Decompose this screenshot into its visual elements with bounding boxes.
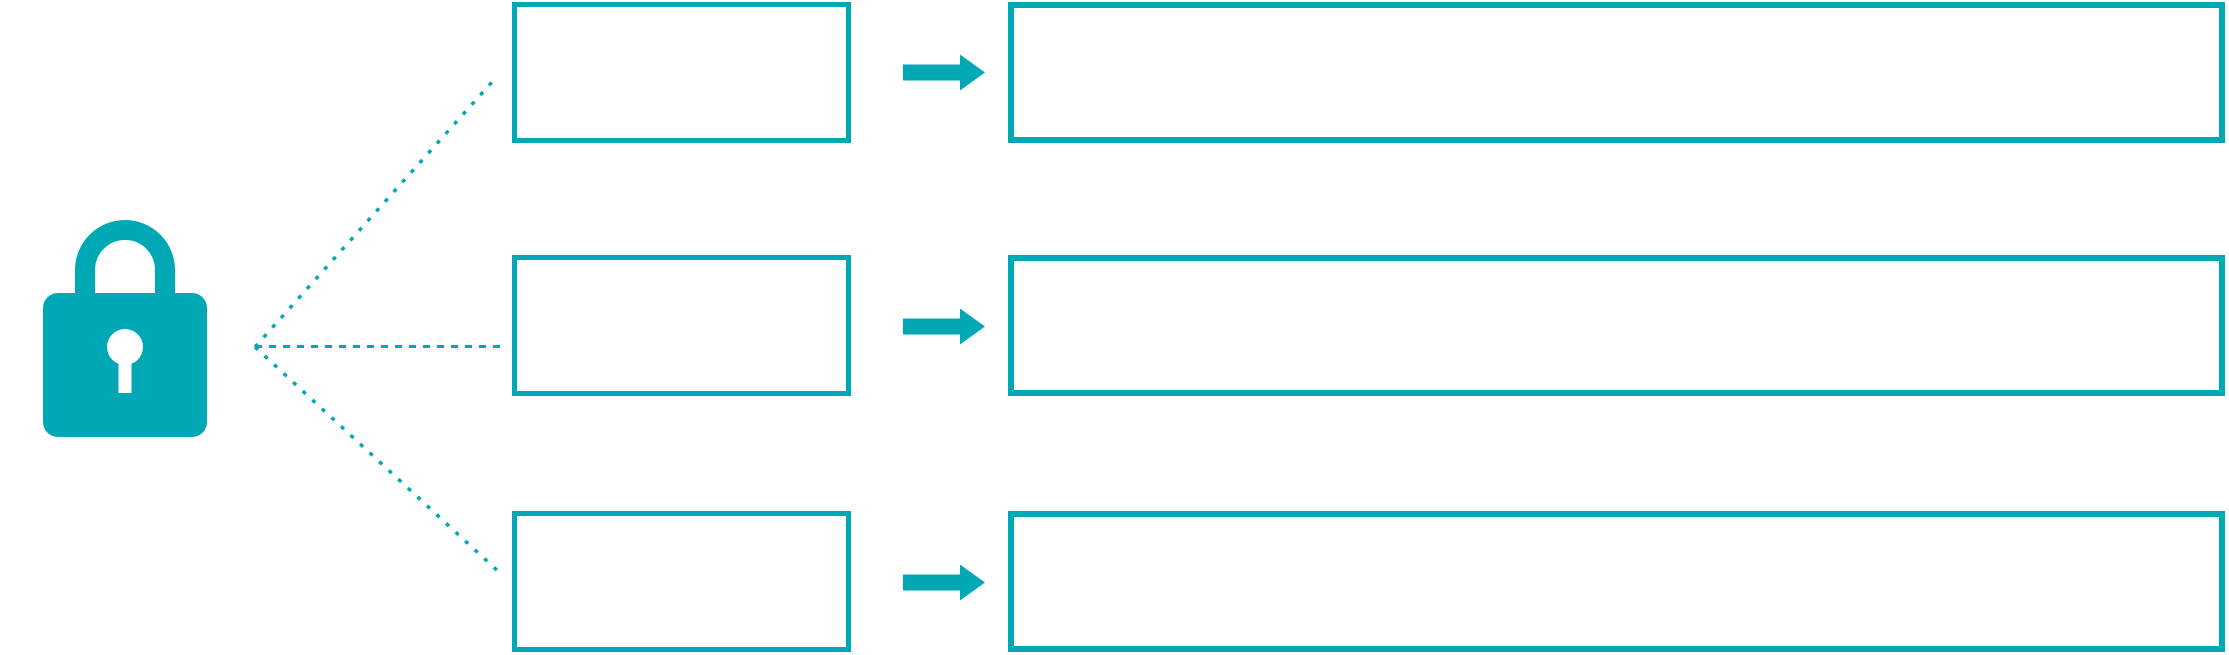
row-2-source-box: [512, 255, 851, 396]
row-3-target-label: [1014, 517, 2219, 646]
row-2-source-label: [517, 260, 846, 391]
arrow-right-icon: [903, 308, 985, 345]
row-1-target-label: [1014, 8, 2219, 137]
row-2-target-label: [1014, 261, 2219, 390]
lock-connector-layer: [43, 80, 503, 575]
row-3-source-label: [517, 516, 846, 647]
row-1-source-label: [517, 7, 846, 138]
row-3-source-box: [512, 511, 851, 652]
arrow-right-icon: [903, 564, 985, 601]
row-1-source-box: [512, 2, 851, 143]
connector-lines: [253, 80, 503, 575]
arrow-right-icon: [903, 54, 985, 91]
row-1-target-box: [1008, 2, 2225, 143]
lock-icon: [43, 220, 207, 437]
row-3-target-box: [1008, 511, 2225, 652]
connector-line-top: [253, 80, 494, 349]
row-2-target-box: [1008, 255, 2225, 396]
connector-line-bottom: [253, 345, 502, 575]
